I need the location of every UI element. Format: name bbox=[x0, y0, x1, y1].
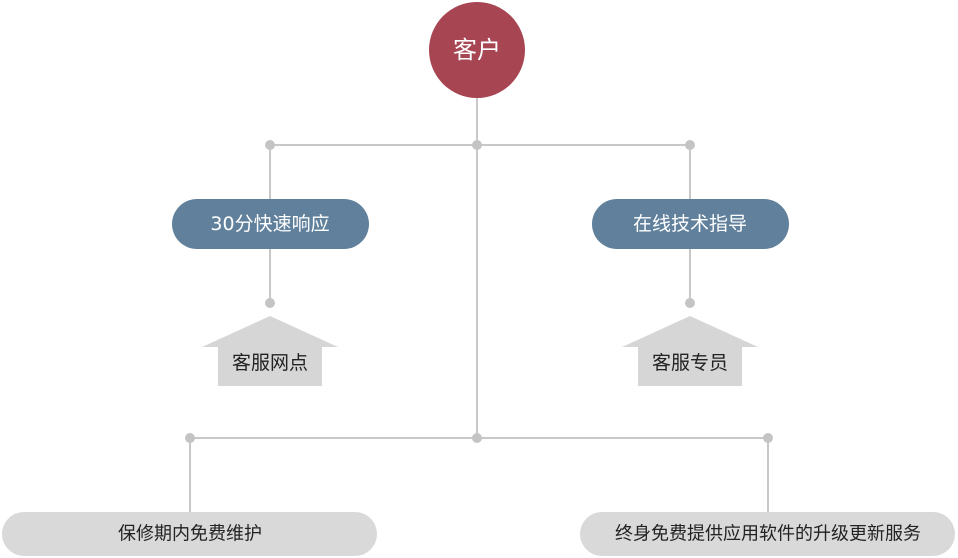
root-circle bbox=[429, 2, 525, 98]
lifetime-node: 终身免费提供应用软件的升级更新服务 bbox=[580, 512, 955, 556]
outlet-label: 客服网点 bbox=[232, 352, 308, 374]
specialist-node: 客服专员 bbox=[622, 316, 758, 386]
junction-dot bbox=[472, 140, 482, 150]
junction-dot bbox=[265, 140, 275, 150]
lifetime-label: 终身免费提供应用软件的升级更新服务 bbox=[615, 524, 921, 545]
response-node: 30分快速响应 bbox=[172, 199, 369, 249]
junction-dots bbox=[185, 140, 773, 443]
guidance-label: 在线技术指导 bbox=[633, 213, 747, 235]
junction-dot bbox=[685, 140, 695, 150]
outlet-house-shape bbox=[202, 316, 338, 386]
response-pill bbox=[172, 199, 369, 249]
warranty-pill bbox=[2, 512, 377, 556]
warranty-node: 保修期内免费维护 bbox=[2, 512, 377, 556]
outlet-node: 客服网点 bbox=[202, 316, 338, 386]
guidance-pill bbox=[592, 199, 789, 249]
root-node: 客户 bbox=[429, 2, 525, 98]
warranty-label: 保修期内免费维护 bbox=[118, 524, 262, 545]
junction-dot bbox=[763, 433, 773, 443]
junction-dot bbox=[472, 433, 482, 443]
junction-dot bbox=[685, 298, 695, 308]
lifetime-pill bbox=[580, 512, 955, 556]
specialist-house-shape bbox=[622, 316, 758, 386]
junction-dot bbox=[185, 433, 195, 443]
guidance-node: 在线技术指导 bbox=[592, 199, 789, 249]
junction-dot bbox=[265, 298, 275, 308]
response-label: 30分快速响应 bbox=[210, 213, 329, 235]
connectors bbox=[189, 97, 769, 512]
specialist-label: 客服专员 bbox=[652, 352, 728, 374]
root-label: 客户 bbox=[453, 36, 501, 64]
